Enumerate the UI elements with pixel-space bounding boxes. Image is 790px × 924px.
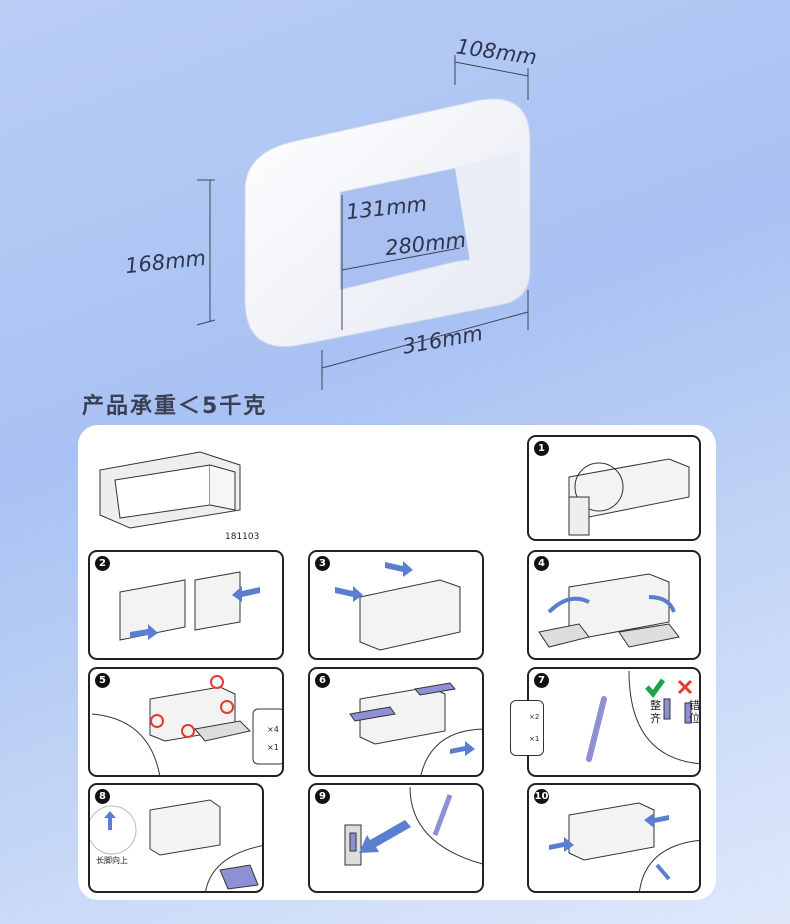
- step-10-panel: 10: [527, 783, 701, 893]
- step-8-note: 长脚向上: [96, 856, 128, 865]
- step-number: 5: [95, 673, 110, 688]
- step-1-panel: 1: [527, 435, 701, 541]
- step-7-panel: 7 整齐 错位: [527, 667, 701, 777]
- step-9-panel: 9: [308, 783, 484, 893]
- step-number: 3: [315, 556, 330, 571]
- parts-code: 181103: [225, 532, 260, 542]
- step-5-panel: 5 ×4 ×1: [88, 667, 284, 777]
- step-number: 7: [534, 673, 549, 688]
- screw-quantity: ×4: [267, 725, 279, 734]
- nut-quantity: ×2: [529, 713, 540, 721]
- step-4-panel: 4: [527, 550, 701, 660]
- step-7-parts: ×2 ×1: [510, 700, 544, 756]
- step-number: 2: [95, 556, 110, 571]
- step-number: 10: [534, 789, 549, 804]
- box-parts-drawing: [99, 451, 241, 529]
- hex-key-quantity: ×1: [267, 743, 279, 752]
- step-2-panel: 2: [88, 550, 284, 660]
- step-number: 1: [534, 441, 549, 456]
- aligned-label: 整齐: [650, 699, 661, 725]
- step-number: 9: [315, 789, 330, 804]
- wrench-quantity: ×1: [529, 735, 540, 743]
- parts-overview: 181103: [90, 440, 270, 545]
- misaligned-label: 错位: [689, 699, 700, 725]
- step-number: 8: [95, 789, 110, 804]
- step-number: 4: [534, 556, 549, 571]
- step-8-panel: 8 长脚向上: [88, 783, 264, 893]
- product-illustration: [196, 55, 531, 390]
- step-3-panel: 3: [308, 550, 484, 660]
- load-capacity-heading: 产品承重＜5千克: [82, 394, 268, 419]
- step-number: 6: [315, 673, 330, 688]
- step-6-panel: 6: [308, 667, 484, 777]
